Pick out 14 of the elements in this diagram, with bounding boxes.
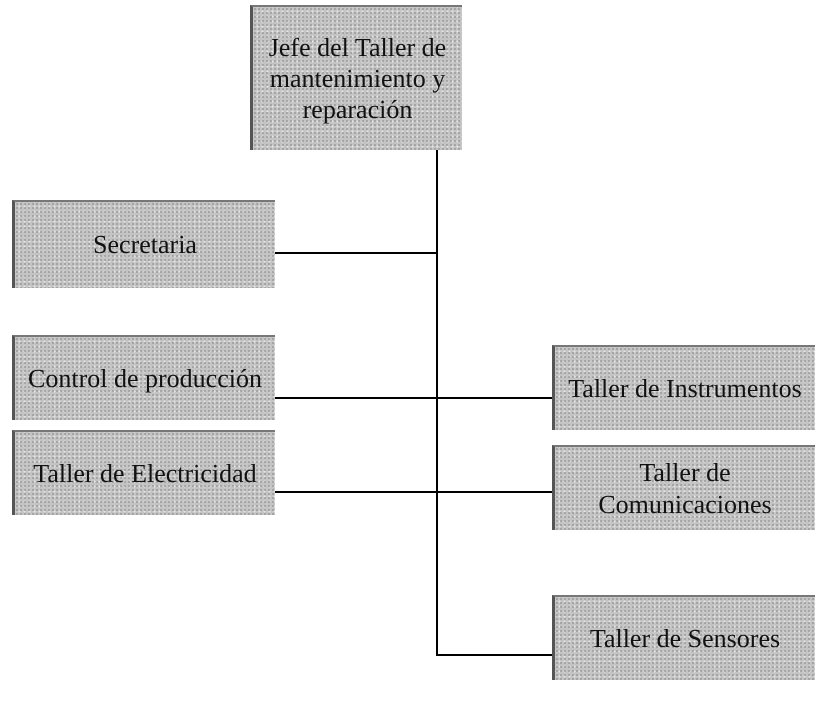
org-box <box>12 335 275 420</box>
box-title: Taller de Comunicaciones <box>597 457 773 520</box>
org-box <box>12 200 275 288</box>
box-title: Taller de Instrumentos <box>567 372 803 404</box>
box-title: Secretaria <box>92 229 198 261</box>
org-box <box>12 430 275 515</box>
box-title: Jefe del Taller de mantenimiento y reparación <box>268 32 448 126</box>
org-box <box>552 445 815 530</box>
box-title: Taller de Electricidad <box>32 458 258 490</box>
org-box <box>552 595 815 680</box>
box-title: Taller de Sensores <box>588 622 782 654</box>
org-box <box>250 5 462 150</box>
org-box <box>552 345 815 430</box>
box-title: Control de producción <box>27 362 263 394</box>
